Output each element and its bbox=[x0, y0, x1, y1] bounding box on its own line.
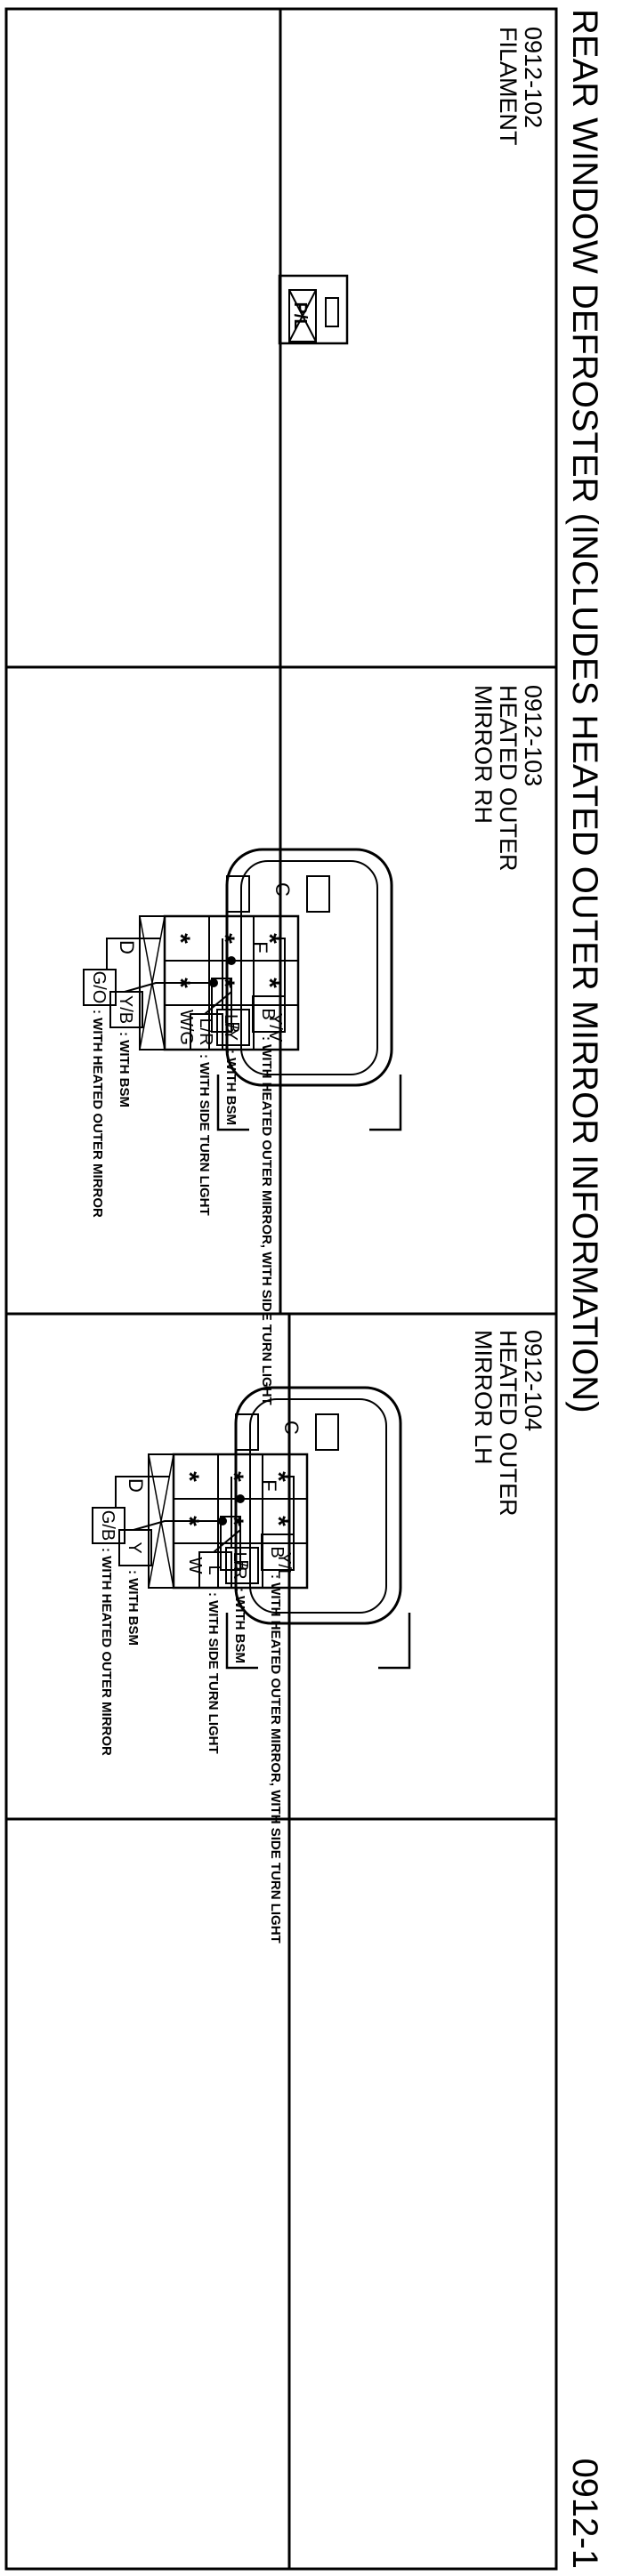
wire-label-0: G/B : WITH HEATED OUTER MIRROR bbox=[92, 1507, 125, 1756]
connector-name-line-2: MIRROR RH bbox=[470, 685, 497, 824]
cavity-star: * bbox=[166, 933, 195, 944]
rotated-sheet: REAR WINDOW DEFROSTER (INCLUDES HEATED O… bbox=[4, 7, 604, 2571]
splice-dot bbox=[218, 1517, 227, 1525]
wire-label-3: B : WITH BSM bbox=[216, 1009, 250, 1125]
wire-note: : WITH HEATED OUTER MIRROR bbox=[90, 1010, 105, 1218]
pin-letter: F bbox=[258, 1479, 280, 1491]
svg-text:Y: Y bbox=[125, 1542, 144, 1553]
filament-terminal-label: P/L bbox=[290, 302, 310, 329]
wire-note: : WITH SIDE TURN LIGHT bbox=[206, 1592, 221, 1754]
pin-letter: C bbox=[280, 1421, 303, 1435]
wire-note: : WITH BSM bbox=[223, 1050, 239, 1125]
wire-note: : WITH HEATED OUTER MIRROR, WITH SIDE TU… bbox=[259, 1036, 274, 1405]
cavity-star: * bbox=[174, 1471, 204, 1482]
page-title: REAR WINDOW DEFROSTER (INCLUDES HEATED O… bbox=[565, 9, 604, 1413]
cavity-star: * bbox=[263, 1471, 293, 1482]
wire-label-1: Y/B : WITH BSM bbox=[109, 991, 143, 1107]
page-number: 0912-1 bbox=[565, 2458, 604, 2569]
svg-text:Y/B: Y/B bbox=[116, 995, 135, 1024]
cavity-star: * bbox=[219, 1471, 248, 1482]
svg-text:L: L bbox=[205, 1565, 224, 1574]
svg-text:L/R: L/R bbox=[196, 1018, 215, 1045]
wire-leads bbox=[106, 938, 286, 1015]
connector-name: FILAMENT bbox=[495, 27, 522, 146]
mirror-connector-housing bbox=[220, 1386, 411, 1670]
cavity-wire-color: W bbox=[185, 1558, 205, 1574]
mirror-connector-housing bbox=[211, 848, 402, 1131]
cavity-star: * bbox=[263, 1516, 293, 1526]
cavity-star: * bbox=[255, 978, 284, 988]
svg-text:B: B bbox=[231, 1559, 251, 1571]
cavity-wire-color: Y/V bbox=[265, 1013, 285, 1042]
connector-code: 0912-102 bbox=[520, 27, 546, 128]
svg-text:G/O: G/O bbox=[89, 971, 109, 1004]
splice-dot bbox=[236, 1494, 245, 1503]
connector-name-line-1: HEATED OUTER bbox=[495, 1330, 522, 1517]
pin-letter: C bbox=[271, 882, 294, 897]
filament-connector-icon: P/L bbox=[278, 274, 349, 345]
svg-text:G/B: G/B bbox=[98, 1510, 117, 1541]
wire-leads bbox=[115, 1476, 295, 1553]
connector-0912-102: 0912-102 FILAMENT P/L bbox=[278, 27, 546, 345]
wire-label-1: Y : WITH BSM bbox=[118, 1529, 152, 1646]
cavity-wire-color: Y/L bbox=[274, 1552, 294, 1579]
connector-name-line-2: MIRROR LH bbox=[470, 1330, 497, 1465]
connector-code: 0912-103 bbox=[520, 685, 546, 786]
svg-text:B: B bbox=[222, 1021, 242, 1033]
wire-note: : WITH HEATED OUTER MIRROR, WITH SIDE TU… bbox=[268, 1574, 283, 1944]
cavity-star: * bbox=[255, 933, 284, 944]
cavity-star: * bbox=[210, 933, 239, 944]
splice-dot bbox=[209, 978, 218, 987]
wire-label-0: G/O : WITH HEATED OUTER MIRROR bbox=[83, 969, 117, 1218]
wire-label-4: B : WITH HEATED OUTER MIRROR, WITH SIDE … bbox=[252, 995, 286, 1405]
splice-dot bbox=[227, 956, 236, 965]
cavity-wire-color: L/R bbox=[230, 1551, 249, 1579]
connector-code: 0912-104 bbox=[520, 1330, 546, 1431]
wire-note: : WITH BSM bbox=[232, 1588, 247, 1663]
pin-letter: D bbox=[116, 940, 138, 954]
pin-letter: F bbox=[249, 941, 271, 953]
wire-label-2: L : WITH SIDE TURN LIGHT bbox=[198, 1551, 232, 1754]
wire-label-3: B : WITH BSM bbox=[225, 1547, 259, 1663]
wire-note: : WITH BSM bbox=[117, 1032, 132, 1107]
wire-note: : WITH BSM bbox=[125, 1570, 141, 1646]
wire-label-4: B : WITH HEATED OUTER MIRROR, WITH SIDE … bbox=[261, 1534, 295, 1944]
table-grid bbox=[4, 7, 558, 2571]
svg-text:B: B bbox=[258, 1008, 278, 1019]
connector-0912-103: 0912-103 HEATED OUTER MIRROR RH bbox=[83, 685, 546, 1405]
wire-note: : WITH HEATED OUTER MIRROR bbox=[99, 1548, 114, 1756]
cavity-wire-color: L/Y bbox=[221, 1014, 240, 1041]
pin-letter: D bbox=[125, 1478, 147, 1493]
connector-0912-104: 0912-104 HEATED OUTER MIRROR LH bbox=[92, 1330, 546, 1944]
wire-label-2: L/R : WITH SIDE TURN LIGHT bbox=[190, 1013, 223, 1216]
wire-note: : WITH SIDE TURN LIGHT bbox=[197, 1054, 212, 1216]
connector-name-line-1: HEATED OUTER bbox=[495, 685, 522, 872]
svg-text:B: B bbox=[267, 1546, 287, 1558]
